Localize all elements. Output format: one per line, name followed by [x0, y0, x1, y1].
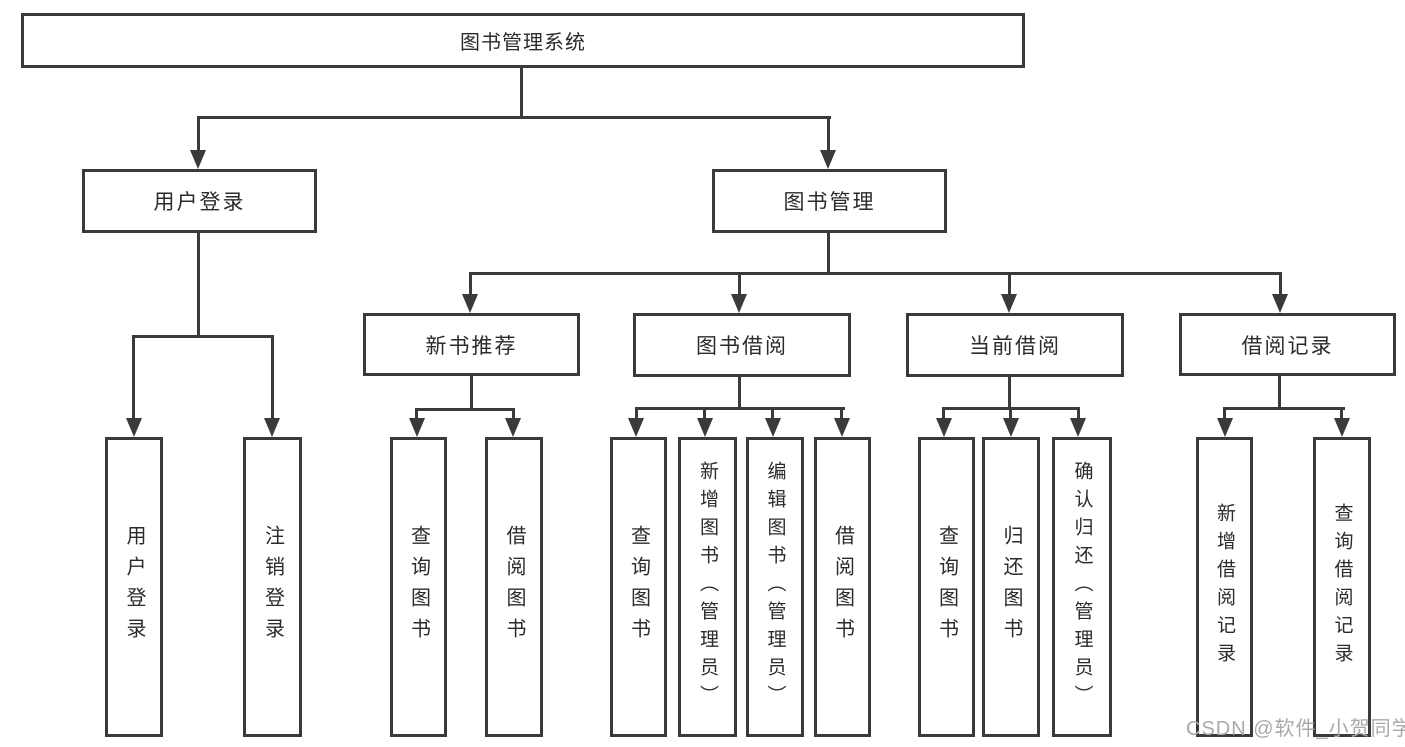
leaf-query-books: 查询图书 [918, 437, 975, 737]
arrowhead-down-icon [628, 418, 644, 437]
arrowhead-down-icon [697, 418, 713, 437]
arrowhead-down-icon [936, 418, 952, 437]
arrowhead-down-icon [1001, 294, 1017, 313]
arrowhead-down-icon [462, 294, 478, 313]
leaf-return-books: 归还图书 [982, 437, 1040, 737]
arrowhead-down-icon [1003, 418, 1019, 437]
leaf-query-borrow-record: 查询借阅记录 [1313, 437, 1371, 737]
connector-book-management-stem [827, 233, 830, 275]
arrowhead-down-icon [820, 150, 836, 169]
leaf-add-books-admin: 新增图书（管理员） [678, 437, 737, 737]
connector-borrow-records-stem [1278, 376, 1281, 409]
connector-drop-borrow-records [1279, 272, 1282, 296]
leaf-add-borrow-record: 新增借阅记录 [1196, 437, 1253, 737]
leaf-edit-books-admin: 编辑图书（管理员） [746, 437, 804, 737]
node-borrowing-records: 借阅记录 [1179, 313, 1396, 376]
leaf-borrow-books: 借阅图书 [814, 437, 871, 737]
arrowhead-down-icon [409, 418, 425, 437]
leaf-borrow-books: 借阅图书 [485, 437, 543, 737]
arrowhead-down-icon [1272, 294, 1288, 313]
connector-drop-leaf [132, 335, 135, 420]
node-book-borrowing: 图书借阅 [633, 313, 851, 377]
connector-new-book-stem [470, 376, 473, 411]
arrowhead-down-icon [731, 294, 747, 313]
connector-book-borrow-stem [738, 377, 741, 409]
connector-new-book-bus [415, 408, 515, 411]
connector-drop-leaf [1009, 407, 1012, 420]
connector-user-login-stem [197, 233, 200, 337]
node-book-management: 图书管理 [712, 169, 947, 233]
arrowhead-down-icon [505, 418, 521, 437]
connector-drop-user-login [197, 116, 200, 152]
connector-book-management-bus [469, 272, 1282, 275]
leaf-logout: 注销登录 [243, 437, 302, 737]
connector-drop-leaf [942, 407, 945, 420]
connector-drop-leaf [771, 407, 774, 420]
connector-book-borrow-bus [635, 407, 845, 410]
arrowhead-down-icon [264, 418, 280, 437]
arrowhead-down-icon [190, 150, 206, 169]
connector-drop-leaf [840, 407, 843, 420]
leaf-query-books: 查询图书 [610, 437, 667, 737]
connector-user-login-bus [132, 335, 274, 338]
connector-drop-leaf [703, 407, 706, 420]
csdn-watermark: CSDN @软件_小贺同学 [1186, 718, 1405, 740]
connector-drop-leaf [1077, 407, 1080, 420]
connector-root-stem [520, 68, 523, 118]
node-new-book-recommend: 新书推荐 [363, 313, 580, 376]
connector-drop-leaf [1340, 407, 1343, 420]
arrowhead-down-icon [1217, 418, 1233, 437]
leaf-user-login: 用户登录 [105, 437, 163, 737]
connector-drop-leaf [635, 407, 638, 420]
connector-current-borrow-stem [1008, 377, 1011, 409]
connector-drop-leaf [1223, 407, 1226, 420]
node-current-borrowing: 当前借阅 [906, 313, 1124, 377]
arrowhead-down-icon [834, 418, 850, 437]
connector-drop-current-borrow [1008, 272, 1011, 296]
leaf-confirm-return-admin: 确认归还（管理员） [1052, 437, 1112, 737]
connector-borrow-records-bus [1223, 407, 1345, 410]
arrowhead-down-icon [1070, 418, 1086, 437]
connector-drop-book-management [827, 116, 830, 152]
node-root-library-management-system: 图书管理系统 [21, 13, 1025, 68]
connector-drop-leaf [512, 408, 515, 420]
connector-drop-new-book [469, 272, 472, 296]
leaf-query-books: 查询图书 [390, 437, 447, 737]
connector-drop-leaf [271, 335, 274, 420]
arrowhead-down-icon [765, 418, 781, 437]
connector-drop-book-borrow [738, 272, 741, 296]
node-user-login: 用户登录 [82, 169, 317, 233]
arrowhead-down-icon [1334, 418, 1350, 437]
connector-root-bus [197, 116, 831, 119]
arrowhead-down-icon [126, 418, 142, 437]
connector-drop-leaf [415, 408, 418, 420]
